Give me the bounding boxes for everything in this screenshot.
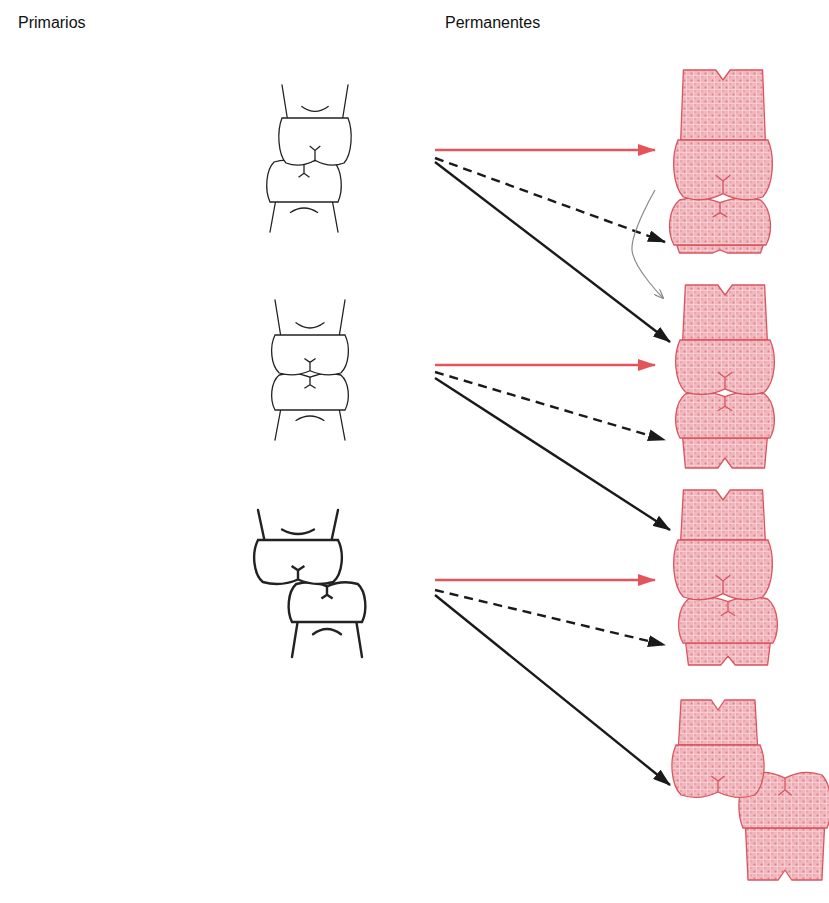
- primary-molars: [250, 80, 435, 240]
- molar-crown: [272, 335, 349, 375]
- molar-fissure: [292, 566, 305, 579]
- column-heading: Permanentes: [445, 14, 540, 32]
- molar-root: [681, 70, 766, 140]
- permanent-molar: [674, 70, 773, 200]
- molar-root: [275, 300, 345, 335]
- permanent-molars: [655, 280, 825, 475]
- permanent-molar: [676, 285, 775, 394]
- transition-arrow: [435, 158, 665, 242]
- permanent-molar: [679, 597, 778, 665]
- molar-root: [292, 622, 362, 657]
- molar-fissure: [778, 778, 791, 795]
- molar-crown: [674, 140, 773, 200]
- permanent-molar: [670, 198, 771, 253]
- molar-crown: [272, 373, 349, 410]
- molar-crown: [279, 118, 351, 165]
- molar-root: [683, 285, 768, 340]
- transition-arrow: [435, 590, 665, 645]
- permanent-molar: [672, 700, 764, 797]
- molar-fissure: [718, 397, 732, 411]
- tooth-illustration: [655, 695, 829, 895]
- tooth-illustration: [655, 485, 825, 670]
- primary-molars: [245, 505, 435, 665]
- molar-root: [681, 490, 766, 540]
- molar-root: [270, 202, 338, 232]
- permanent-column: Permanentes: [440, 0, 829, 903]
- molar-crown: [289, 582, 366, 622]
- transition-arrow: [435, 372, 665, 440]
- transition-arrow: [435, 579, 655, 582]
- molar-crown: [676, 340, 775, 394]
- molar-fissure: [716, 175, 730, 193]
- molar-fissure: [718, 372, 732, 389]
- tooth-illustration: [250, 80, 435, 240]
- molar-fissure: [310, 146, 321, 160]
- molar-crown: [674, 540, 773, 600]
- molar-crown: [267, 160, 342, 202]
- molar-root: [679, 700, 758, 745]
- molar-root: [258, 510, 338, 540]
- primary-molar: [272, 373, 349, 440]
- tooth-illustration: [655, 280, 825, 475]
- curved-arrow: [632, 190, 663, 298]
- permanent-molar: [676, 392, 775, 468]
- molar-crown: [672, 745, 764, 797]
- transition-arrow: [435, 162, 670, 342]
- tooth-illustration: [245, 505, 435, 665]
- primary-molar: [289, 582, 366, 657]
- molar-fissure: [304, 377, 315, 388]
- molar-root: [275, 410, 345, 440]
- primary-column: Primarios: [0, 0, 440, 903]
- transition-arrow: [435, 364, 655, 367]
- molar-fissure: [304, 359, 315, 371]
- permanent-molars: [655, 485, 825, 670]
- transition-arrow: [435, 149, 655, 152]
- transition-arrow: [435, 595, 670, 785]
- molar-root: [282, 85, 348, 118]
- molar-root: [746, 828, 825, 880]
- molar-crown: [679, 597, 778, 643]
- primary-molar: [272, 300, 349, 375]
- permanent-molar: [674, 490, 773, 600]
- molar-fissure: [721, 602, 735, 616]
- molar-fissure: [713, 203, 728, 217]
- molar-root: [686, 643, 771, 665]
- molar-crown: [670, 198, 771, 245]
- primary-molar: [279, 85, 351, 165]
- column-heading: Primarios: [18, 14, 86, 32]
- primary-molar: [267, 160, 342, 232]
- permanent-molars: [655, 695, 829, 895]
- permanent-molars: [655, 65, 825, 255]
- molar-root: [677, 245, 763, 253]
- molar-root: [683, 438, 768, 468]
- transition-arrow: [435, 378, 670, 530]
- molar-fissure: [299, 164, 310, 177]
- molar-fissure: [716, 575, 730, 593]
- molar-fissure: [321, 586, 332, 598]
- molar-crown: [254, 540, 342, 584]
- primary-molar: [254, 510, 342, 584]
- tooth-illustration: [250, 295, 435, 445]
- molar-crown: [676, 392, 775, 438]
- tooth-illustration: [655, 65, 825, 255]
- molar-fissure: [711, 776, 724, 792]
- primary-molars: [250, 295, 435, 445]
